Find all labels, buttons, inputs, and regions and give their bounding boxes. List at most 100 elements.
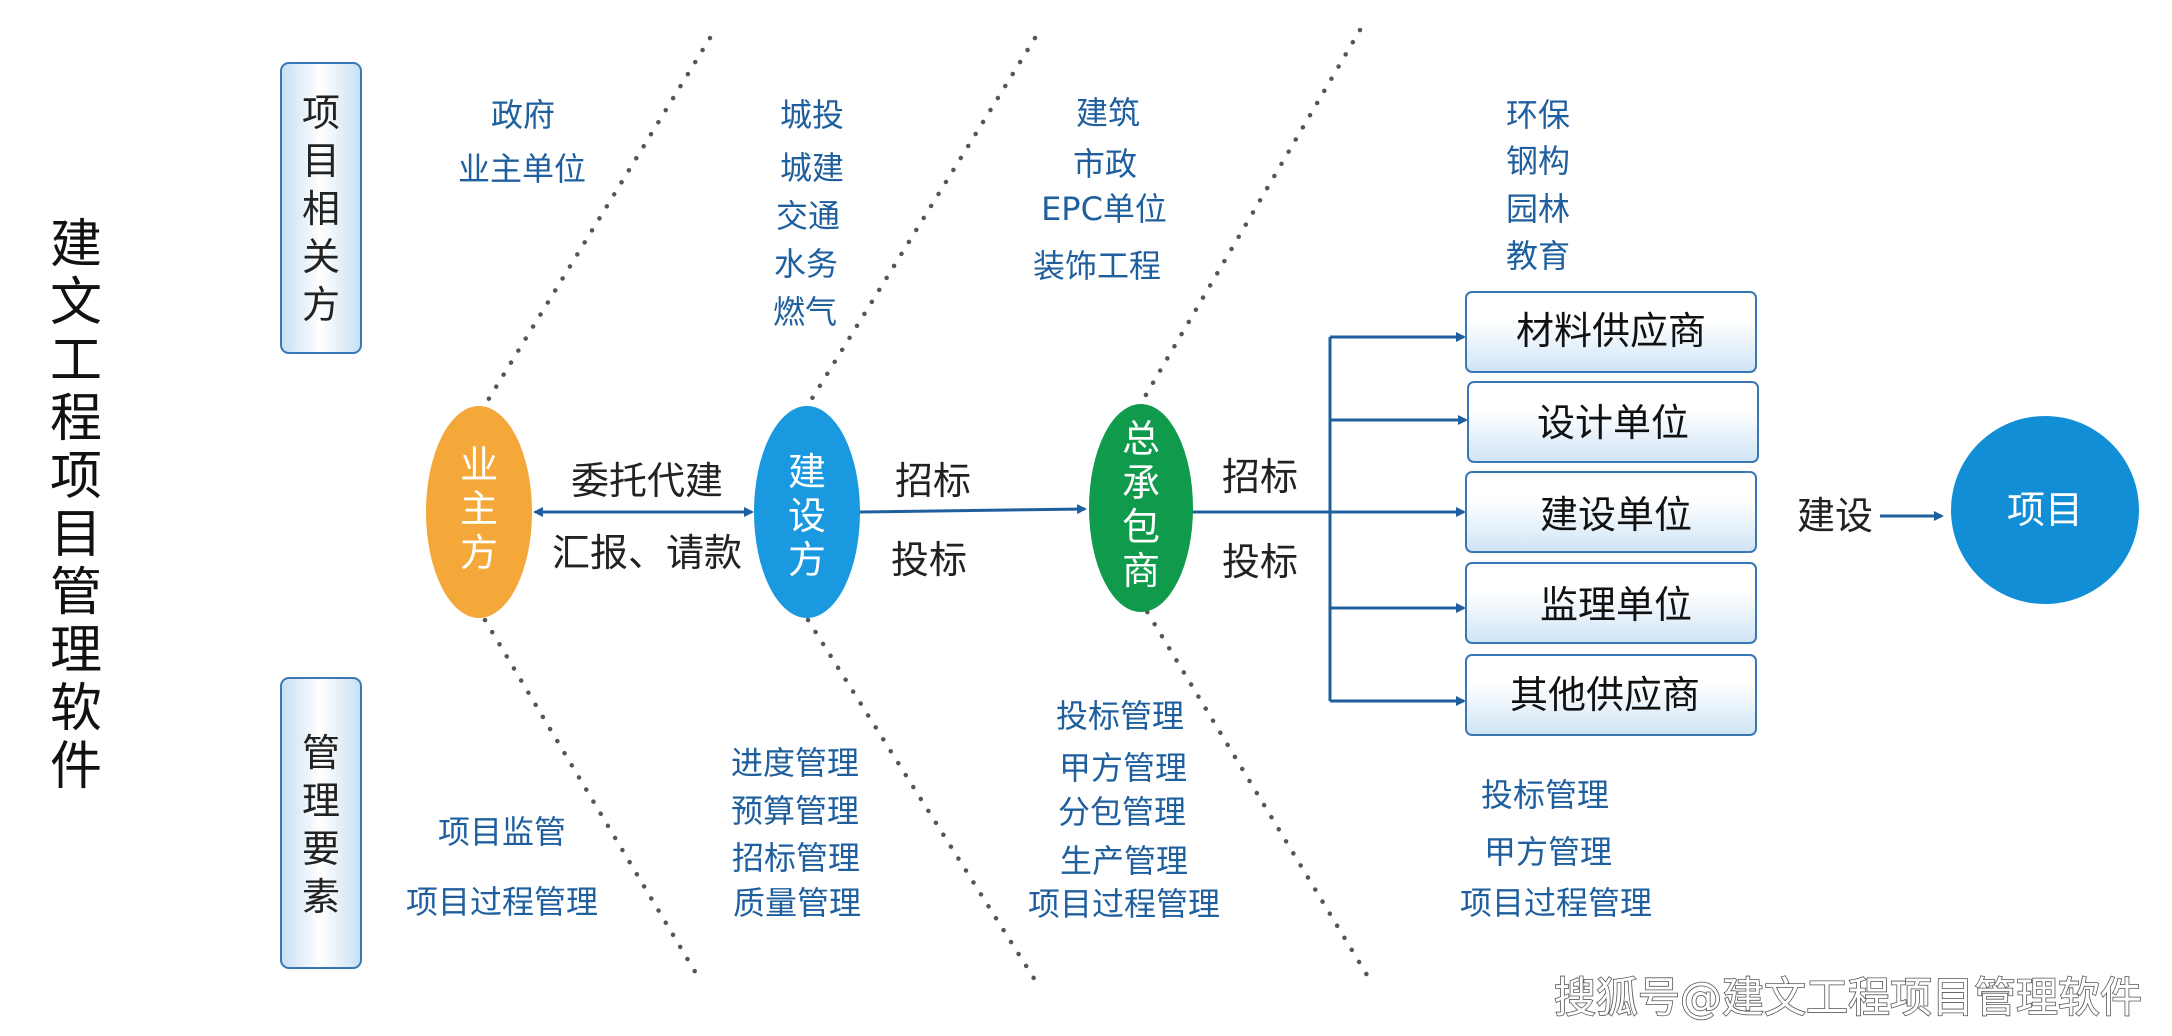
vertical-char: 程: [50, 389, 102, 449]
unit-box-label: 建设单位: [1540, 493, 1692, 537]
vertical-char: 业: [460, 443, 498, 487]
management-item: 分包管理: [1058, 793, 1186, 831]
unit-box-4: 监理单位: [1465, 562, 1757, 644]
stakeholder-item: 市政: [1073, 145, 1137, 183]
stakeholder-item: 城投: [780, 96, 844, 134]
stakeholder-item: 政府: [491, 96, 555, 134]
unit-box-label: 监理单位: [1540, 583, 1692, 627]
side-title-text: 建文工程项目管理软件: [50, 215, 102, 797]
management-item: 投标管理: [1056, 697, 1184, 735]
management-item: 投标管理: [1481, 776, 1609, 814]
divider-1-upper: [482, 35, 713, 408]
vertical-char: 方: [788, 538, 826, 582]
vertical-char: 关: [302, 235, 340, 279]
watermark: 搜狐号@建文工程项目管理软件: [1554, 973, 2142, 1022]
stakeholders-units: 环保 钢构 园林 教育: [1506, 96, 1570, 275]
management-item: 生产管理: [1060, 842, 1188, 880]
vertical-char: 管: [302, 731, 340, 775]
relation-build: 建设: [1797, 494, 1873, 538]
vertical-char: 要: [302, 827, 340, 871]
builder-node: 建设方: [754, 406, 860, 618]
divider-2-upper: [805, 35, 1038, 408]
project-node: 项目: [1951, 416, 2139, 604]
vertical-char: 相: [302, 187, 340, 231]
stakeholder-item: 水务: [774, 245, 838, 283]
relation-bid-2: 投标: [1222, 540, 1298, 584]
stakeholders-label: 项目相关方: [302, 91, 340, 327]
vertical-char: 理: [302, 779, 340, 823]
management-item: 甲方管理: [1059, 749, 1187, 787]
management-owner: 项目监管 项目过程管理: [406, 813, 598, 921]
vertical-char: 项: [50, 447, 102, 507]
unit-box-label: 材料供应商: [1516, 309, 1706, 353]
builder-node-label: 建设方: [788, 450, 826, 582]
stakeholders-label-box: 项目相关方: [280, 62, 362, 354]
vertical-char: 设: [788, 494, 826, 538]
vertical-char: 软: [50, 679, 102, 739]
builder-contractor-arrow: [859, 504, 1087, 515]
stakeholder-item: 建筑: [1076, 94, 1140, 132]
stakeholder-item: 装饰工程: [1033, 247, 1161, 285]
vertical-char: 包: [1122, 505, 1160, 549]
stakeholder-item: 园林: [1506, 190, 1570, 228]
vertical-char: 建: [788, 450, 826, 494]
contractor-node-label: 总承包商: [1122, 417, 1160, 593]
divider-1-lower: [482, 617, 703, 983]
vertical-char: 目: [50, 505, 102, 565]
vertical-char: 承: [1122, 461, 1160, 505]
divider-3-upper: [1137, 27, 1363, 408]
owner-node-label: 业主方: [460, 443, 498, 575]
stakeholder-item: 环保: [1506, 96, 1570, 134]
relation-tender-1: 招标: [895, 459, 971, 503]
management-item: 预算管理: [731, 792, 859, 830]
stakeholder-item: 城建: [780, 149, 844, 187]
unit-box-label: 设计单位: [1537, 401, 1689, 445]
management-item: 项目过程管理: [1460, 884, 1652, 922]
project-node-label: 项目: [2007, 488, 2083, 532]
vertical-char: 方: [460, 531, 498, 575]
stakeholder-item: 业主单位: [458, 150, 586, 188]
vertical-char: 管: [50, 563, 102, 623]
vertical-char: 文: [50, 273, 102, 333]
unit-box-5: 其他供应商: [1465, 654, 1757, 736]
stakeholder-item: 交通: [776, 197, 840, 235]
vertical-char: 目: [302, 139, 340, 183]
elements-label: 管理要素: [302, 731, 340, 919]
side-title: 建文工程项目管理软件: [50, 215, 102, 797]
management-item: 项目过程管理: [1028, 885, 1220, 923]
management-contractor: 投标管理 甲方管理 分包管理 生产管理 项目过程管理: [1028, 697, 1220, 923]
unit-box-3: 建设单位: [1465, 471, 1757, 553]
owner-node: 业主方: [426, 406, 532, 618]
management-item: 进度管理: [731, 744, 859, 782]
stakeholder-item: 教育: [1506, 237, 1570, 275]
connector-arrows: [533, 332, 1944, 706]
management-item: 甲方管理: [1484, 833, 1612, 871]
divider-2-lower: [805, 617, 1038, 983]
vertical-char: 方: [302, 283, 340, 327]
stakeholder-item: EPC单位: [1041, 190, 1167, 228]
vertical-char: 工: [50, 331, 102, 391]
management-item: 招标管理: [732, 839, 860, 877]
unit-box-1: 材料供应商: [1465, 291, 1757, 373]
relation-entrust: 委托代建: [571, 459, 723, 503]
dotted-dividers: [482, 27, 1373, 983]
management-item: 项目监管: [438, 813, 566, 851]
divider-3-lower: [1137, 597, 1373, 983]
vertical-char: 建: [50, 215, 102, 275]
unit-box-2: 设计单位: [1467, 381, 1759, 463]
elements-label-box: 管理要素: [280, 677, 362, 969]
stakeholders-contractor: 建筑 市政 EPC单位 装饰工程: [1033, 94, 1167, 285]
stakeholders-builder: 城投 城建 交通 水务 燃气: [773, 96, 844, 331]
vertical-char: 主: [460, 487, 498, 531]
vertical-char: 商: [1122, 549, 1160, 593]
vertical-char: 理: [50, 621, 102, 681]
vertical-char: 总: [1122, 417, 1160, 461]
management-builder: 进度管理 预算管理 招标管理 质量管理: [731, 744, 861, 922]
unit-box-label: 其他供应商: [1510, 673, 1700, 717]
vertical-char: 项: [302, 91, 340, 135]
management-units: 投标管理 甲方管理 项目过程管理: [1460, 776, 1652, 922]
relation-bid-1: 投标: [891, 538, 967, 582]
management-item: 质量管理: [733, 884, 861, 922]
